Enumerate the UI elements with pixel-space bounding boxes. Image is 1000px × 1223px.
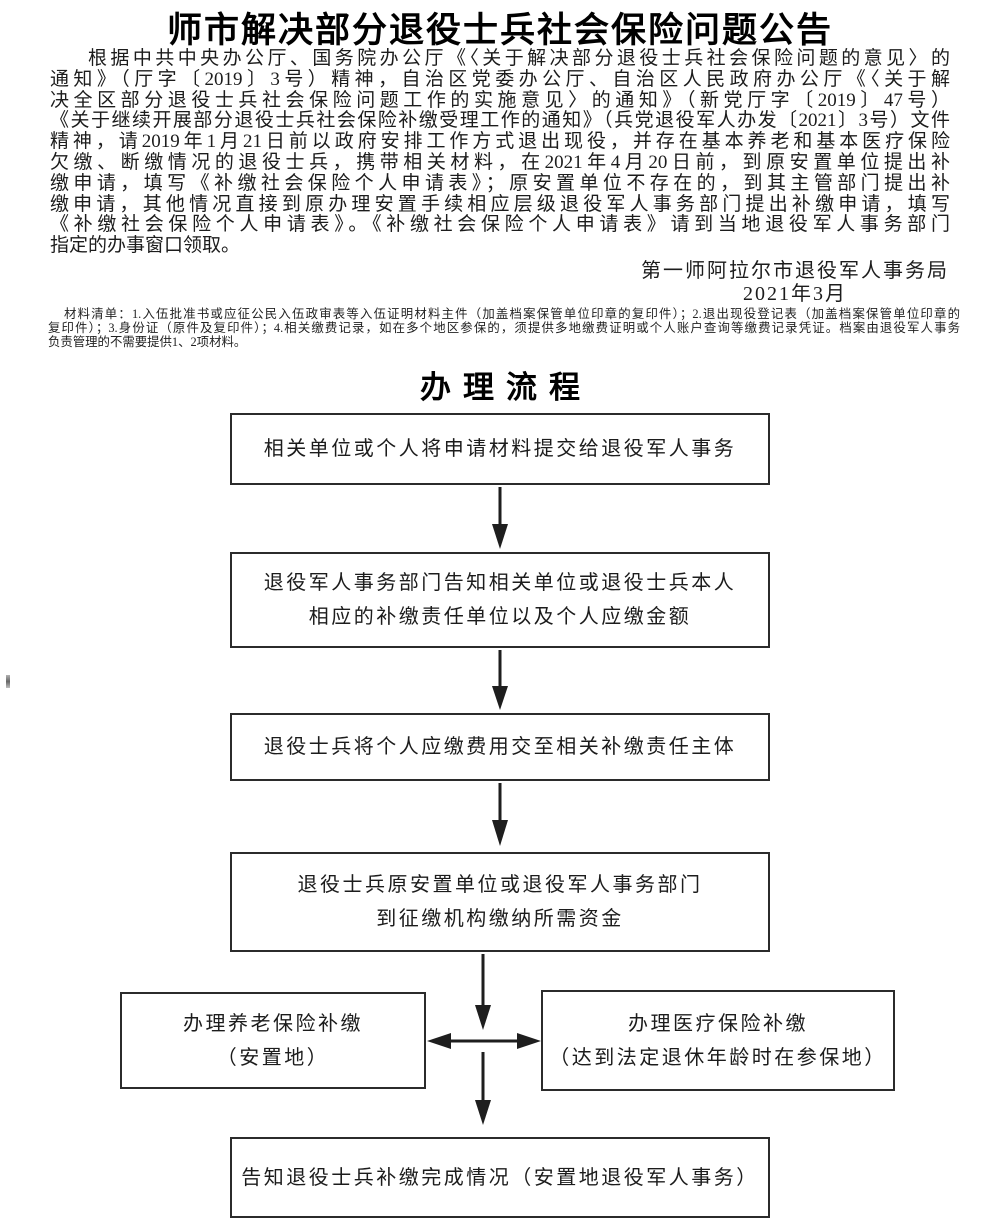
flow-branch-pension-insurance: 办理养老保险补缴 （安置地）: [120, 992, 426, 1089]
page-title: 师市解决部分退役士兵社会保险问题公告: [166, 11, 833, 50]
flow-step-pay-personal-fee: 退役士兵将个人应缴费用交至相关补缴责任主体: [230, 713, 770, 781]
scan-artifact: [6, 675, 10, 688]
body-line: 《补缴社会保险个人申请表》。《补缴社会保险个人申请表》请到当地退役军人事务部门: [50, 214, 950, 236]
body-line: 根据中共中央办公厅、国务院办公厅《〈关于解决部分退役士兵社会保险问题的意见〉的: [88, 48, 950, 69]
flowchart-title: 办理流程: [420, 370, 592, 405]
flow-step-line: 相应的补缴责任单位以及个人应缴金额: [308, 606, 692, 628]
flow-step-line: 退役士兵将个人应缴费用交至相关补缴责任主体: [263, 736, 737, 758]
materials-line: 材料清单：1.入伍批准书或应征公民入伍政审表等入伍证明材料主件（加盖档案保管单位…: [64, 307, 960, 321]
body-line: 决全区部分退役士兵社会保险问题工作的实施意见〉的通知》（新党厅字〔2019〕47…: [50, 89, 950, 111]
flow-step-submit-materials: 相关单位或个人将申请材料提交给退役军人事务: [230, 413, 770, 485]
body-line: 通知》（厅字〔2019〕3号）精神，自治区党委办公厅、自治区人民政府办公厅《〈关…: [50, 68, 950, 90]
issue-date: 2021年3月: [743, 283, 847, 305]
flow-step-line: 相关单位或个人将申请材料提交给退役军人事务: [263, 438, 737, 460]
body-line: 《关于继续开展部分退役士兵社会保险补缴受理工作的通知》（兵党退役军人办发〔202…: [50, 110, 950, 132]
materials-line: 复印件）；3.身份证（原件及复印件）；4.相关缴费记录，如在多个地区参保的，须提…: [48, 320, 960, 335]
flow-step-line: 退役士兵原安置单位或退役军人事务部门: [297, 874, 703, 896]
flow-step-line: （安置地）: [216, 1046, 330, 1069]
issuing-authority: 第一师阿拉尔市退役军人事务局: [641, 260, 949, 282]
flow-step-line: 办理医疗保险补缴: [628, 1012, 808, 1035]
flow-step-line: 告知退役士兵补缴完成情况（安置地退役军人事务）: [241, 1166, 759, 1189]
signature-block: 第一师阿拉尔市退役军人事务局 2021年3月: [600, 260, 990, 306]
materials-line: 负责管理的不需要提供1、2项材料。: [48, 334, 247, 349]
arrow-branch-final: [475, 1052, 491, 1125]
body-line: 欠缴、断缴情况的退役士兵，携带相关材料，在2021年4月20日前，到原安置单位提…: [50, 151, 950, 173]
notice-body: 根据中共中央办公厅、国务院办公厅《〈关于解决部分退役士兵社会保险问题的意见〉的 …: [50, 48, 950, 257]
flow-step-line: 办理养老保险补缴: [183, 1012, 363, 1035]
body-line: 指定的办事窗口领取。: [50, 235, 241, 257]
arrow-branch-horizontal: [427, 1033, 541, 1049]
flow-branch-medical-insurance: 办理医疗保险补缴 （达到法定退休年龄时在参保地）: [541, 990, 895, 1091]
body-line: 缴申请，其他情况直接到原办理安置手续相应层级退役军人事务部门提出补缴申请，填写: [50, 193, 950, 215]
body-line: 精神，请2019年1月21日前以政府安排工作方式退出现役，并存在基本养老和基本医…: [50, 131, 950, 153]
flow-step-line: （达到法定退休年龄时在参保地）: [549, 1046, 887, 1069]
flow-step-notify-completion: 告知退役士兵补缴完成情况（安置地退役军人事务）: [230, 1137, 770, 1218]
flow-step-remit-funds: 退役士兵原安置单位或退役军人事务部门 到征缴机构缴纳所需资金: [230, 852, 770, 952]
flow-step-notify-responsibility: 退役军人事务部门告知相关单位或退役士兵本人 相应的补缴责任单位以及个人应缴金额: [230, 552, 770, 648]
flow-step-line: 到征缴机构缴纳所需资金: [376, 908, 624, 930]
arrow-step2-step3: [492, 650, 508, 710]
body-line: 缴申请，填写《补缴社会保险个人申请表》；原安置单位不存在的，到其主管部门提出补: [50, 172, 950, 194]
materials-note: 材料清单：1.入伍批准书或应征公民入伍政审表等入伍证明材料主件（加盖档案保管单位…: [48, 307, 960, 349]
arrow-step3-step4: [492, 783, 508, 846]
arrow-step4-branch: [475, 954, 491, 1030]
arrow-step1-step2: [492, 487, 508, 549]
flow-step-line: 退役军人事务部门告知相关单位或退役士兵本人: [263, 572, 737, 594]
